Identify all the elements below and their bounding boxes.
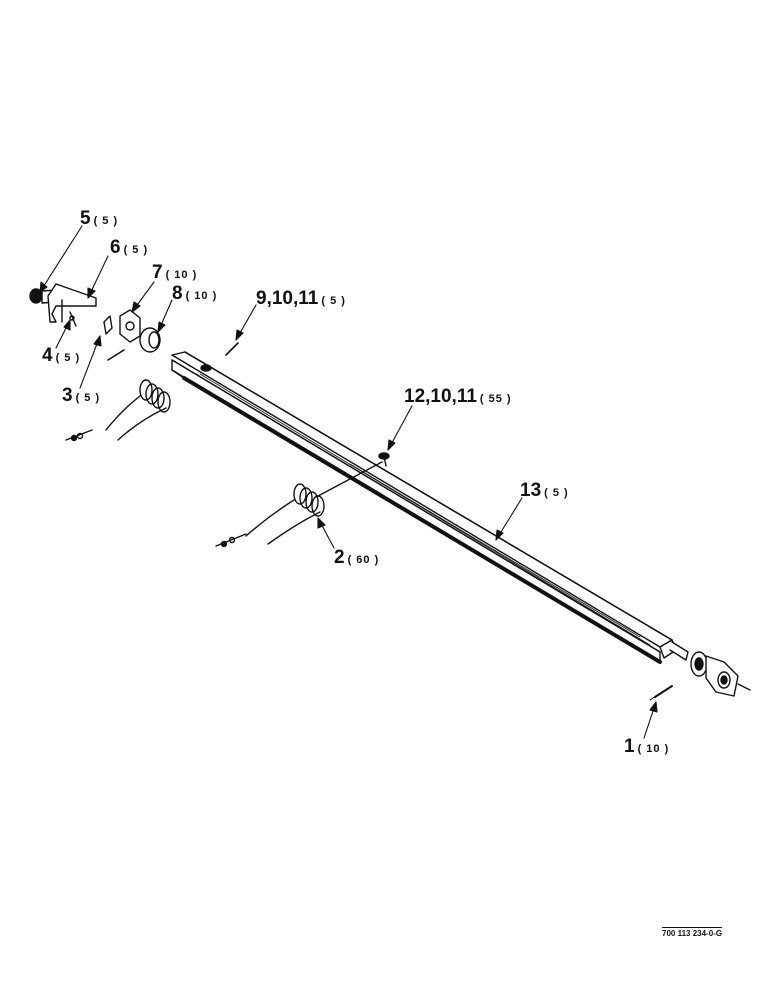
callout-1: 1( 10 )	[624, 737, 669, 756]
callout-12-10-11-qty: ( 55 )	[479, 393, 512, 405]
callout-4-number: 4	[42, 345, 53, 366]
left-end-assembly	[29, 283, 239, 361]
callout-4: 4( 5 )	[42, 346, 80, 365]
leader-lines	[39, 225, 658, 739]
callout-2: 2( 60 )	[334, 548, 379, 567]
callout-3: 3( 5 )	[62, 386, 100, 405]
callout-12-10-11-number: 12,10,11	[404, 386, 477, 407]
callout-1-qty: ( 10 )	[637, 743, 670, 755]
tine-bar	[171, 351, 689, 664]
callout-4-qty: ( 5 )	[55, 352, 81, 364]
callout-9-10-11-qty: ( 5 )	[321, 295, 346, 307]
left-spring-tine	[65, 379, 171, 442]
drawing-number: 700 113 234-0-G	[662, 927, 723, 938]
callout-5-qty: ( 5 )	[93, 215, 119, 227]
callout-13: 13( 5 )	[520, 481, 569, 500]
callout-2-qty: ( 60 )	[347, 554, 380, 566]
callout-1-number: 1	[624, 736, 635, 757]
middle-spring-tine	[215, 461, 383, 548]
callout-6-qty: ( 5 )	[123, 244, 149, 256]
callout-8-number: 8	[172, 283, 183, 304]
callout-2-number: 2	[334, 547, 345, 568]
callout-3-number: 3	[62, 385, 73, 406]
callout-7-number: 7	[152, 262, 163, 283]
callout-7-qty: ( 10 )	[165, 269, 198, 281]
callout-12-10-11: 12,10,11( 55 )	[404, 387, 512, 406]
callout-9-10-11-number: 9,10,11	[256, 288, 319, 309]
callout-13-qty: ( 5 )	[544, 487, 569, 499]
callout-7: 7( 10 )	[152, 263, 197, 282]
bar-bolts	[200, 364, 390, 467]
right-bearing	[649, 651, 751, 701]
callout-6: 6( 5 )	[110, 238, 148, 257]
callout-5-number: 5	[80, 208, 91, 229]
callout-6-number: 6	[110, 237, 121, 258]
callout-8-qty: ( 10 )	[185, 290, 218, 302]
callout-5: 5( 5 )	[80, 209, 118, 228]
callout-8: 8( 10 )	[172, 284, 217, 303]
callout-3-qty: ( 5 )	[75, 392, 101, 404]
callout-9-10-11: 9,10,11( 5 )	[256, 289, 346, 308]
callout-13-number: 13	[520, 480, 542, 501]
